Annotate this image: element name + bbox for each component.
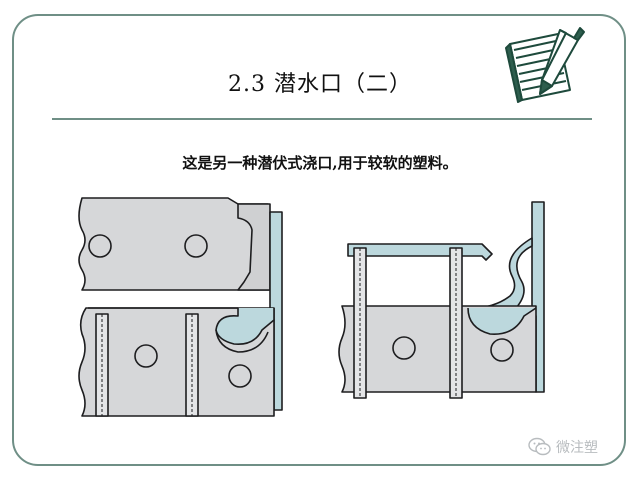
wechat-icon [528, 437, 551, 456]
watermark: 微注塑 [528, 437, 598, 457]
slide-title: 2.3 潜水口（二） [228, 72, 412, 97]
slide-caption: 这是另一种潜伏式浇口,用于较软的塑料。 [182, 154, 458, 172]
notepad-pencil-icon [505, 27, 585, 103]
submarine-gate-diagram-right [338, 201, 545, 399]
watermark-text: 微注塑 [556, 440, 598, 456]
title-rule [52, 118, 592, 120]
submarine-gate-diagram-left [78, 197, 283, 417]
